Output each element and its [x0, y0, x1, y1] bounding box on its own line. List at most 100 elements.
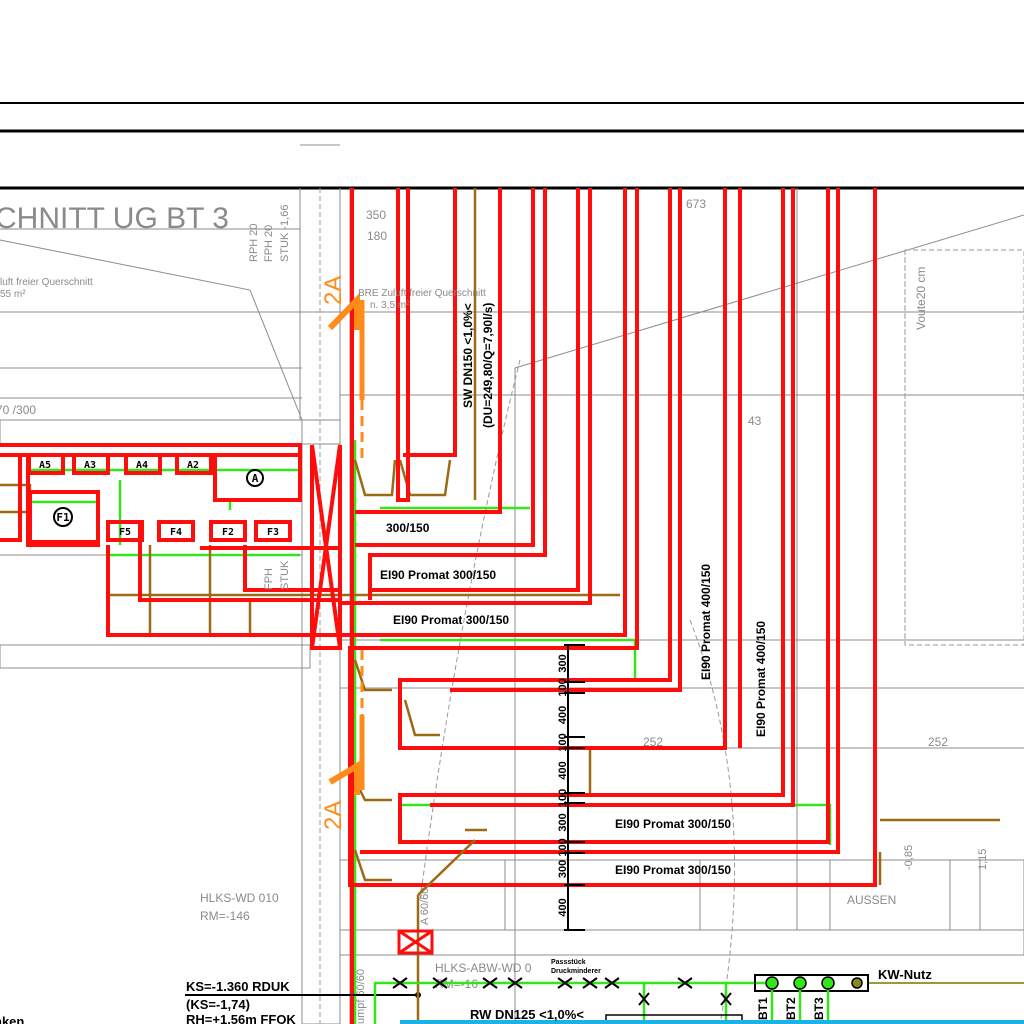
level-115: 1,15 — [977, 849, 989, 870]
dim-70-300: 70 /300 — [0, 403, 36, 417]
outlet-box — [27, 453, 65, 475]
section-label-top: 2A — [320, 276, 347, 305]
exhaust-line — [878, 818, 1000, 885]
ks-alt-label: (KS=-1,74) — [186, 997, 250, 1012]
valve-icon — [557, 977, 573, 989]
dimension-value: 300 — [557, 860, 569, 878]
section-marker-bottom: 2A — [320, 650, 365, 830]
outlet-box — [106, 520, 144, 542]
duct-wall — [370, 188, 580, 592]
valve-icon — [482, 977, 498, 989]
duct-wall — [243, 545, 340, 592]
dim-43: 43 — [748, 414, 762, 428]
exhaust-lines — [0, 188, 1000, 885]
duct-wall — [213, 453, 302, 502]
valve-icon — [582, 977, 598, 989]
duct-label-4: EI90 Promat 300/150 — [615, 817, 731, 831]
duct-wall — [310, 444, 342, 649]
zuluft-right-1: BRE Zuluft freier Querschnitt — [358, 288, 486, 299]
valve-icon — [677, 977, 693, 989]
outlet-box — [157, 520, 195, 542]
outlet-f3: F3 — [254, 520, 292, 542]
druckminderer-label: Druckminderer — [551, 968, 601, 975]
outlet-f5: F5 — [106, 520, 144, 542]
bt1-label: BT1 — [756, 997, 770, 1020]
outlet-label: A5 — [39, 460, 51, 471]
fph-label: FPH 20 — [263, 225, 275, 262]
bt-connection-icon — [821, 976, 835, 990]
hlks-wd-label: HLKS-WD 010 — [200, 891, 279, 905]
fph-label-2: FPH — [263, 568, 275, 590]
grid-line — [514, 214, 1024, 369]
sw-pipe-label-2: (DU=249,80/Q=7,90l/s) — [481, 303, 495, 428]
grid-line — [689, 619, 736, 1024]
grey-annotations: CHNITT UG BT 3 350 180 RPH 20 FPH 20 STU… — [0, 197, 989, 1024]
outlet-label: F5 — [119, 527, 131, 538]
outlet-label: A2 — [187, 460, 199, 471]
outlet-circle — [246, 469, 264, 487]
duct-wall — [310, 445, 342, 650]
outlet-label: F2 — [222, 527, 234, 538]
duct-label-vertical-2: EI90 Promat 400/150 — [754, 621, 768, 737]
rw-pipe-label: RW DN125 <1,0%< — [470, 1007, 584, 1022]
level-085: -0,85 — [903, 845, 915, 870]
dim-673: 673 — [686, 197, 706, 211]
dimension-value: 400 — [557, 898, 569, 916]
outlet-label: F1 — [56, 511, 70, 524]
stuk-label: STUK -1,66 — [279, 205, 291, 262]
outlet-box — [124, 453, 162, 475]
duct-wall — [355, 188, 502, 514]
bt-connection-icon — [793, 976, 807, 990]
duct-label-1: 300/150 — [386, 521, 430, 535]
grid-line — [0, 239, 303, 421]
outlet-a2: A2 — [175, 453, 213, 475]
fire-rated-ducts — [0, 188, 877, 1024]
section-marker-top: 2A — [320, 276, 365, 460]
duct-wall — [396, 188, 410, 502]
outlet-box — [175, 453, 213, 475]
bt-connection-icon — [765, 976, 779, 990]
supply-air-lines — [30, 440, 832, 1024]
outlet-f4: F4 — [157, 520, 195, 542]
outlet-label: A3 — [84, 460, 96, 471]
dim-252-a: 252 — [643, 735, 663, 749]
dimension-value: 400 — [557, 761, 569, 779]
exhaust-line — [398, 459, 452, 497]
rph-label: RPH 20 — [248, 223, 260, 262]
dimension-value: 100 — [557, 733, 569, 751]
nken-label: nken — [0, 1014, 24, 1024]
title-block-lines — [0, 102, 1024, 190]
rm-146-label: RM=-146 — [200, 909, 250, 923]
duct-label-2: EI90 Promat 300/150 — [380, 568, 496, 582]
valve-icon — [507, 977, 523, 989]
duct-wall — [360, 188, 840, 854]
grid-rect — [904, 249, 1024, 646]
outlet-label: A4 — [136, 460, 148, 471]
outlet-a: A — [246, 469, 264, 487]
stuk-label-2: STUK — [279, 560, 291, 590]
ks-label: KS=-1.360 RDUK — [186, 979, 290, 994]
duct-wall — [340, 188, 627, 637]
section-label-bottom: 2A — [320, 801, 347, 830]
voute-label: Voute20 cm — [914, 267, 928, 330]
valve-icon — [392, 977, 408, 989]
duct-wall — [398, 188, 727, 750]
duct-wall — [355, 188, 535, 547]
duct-wall — [450, 188, 682, 692]
zuluft-left-1: luft freier Querschnitt — [0, 277, 93, 288]
valve-icon — [432, 977, 448, 989]
dimension-value: 100 — [557, 789, 569, 807]
plumbing: KS=-1.360 RDUK (KS=-1,74) RH=+1,56m FFOK… — [0, 828, 1024, 1024]
duct-wall — [340, 188, 592, 605]
dim-60: A 60/60 — [419, 888, 431, 925]
duct-wall — [106, 545, 340, 637]
duct-label-3: EI90 Promat 300/150 — [393, 613, 509, 627]
duct-labels: 300/150 EI90 Promat 300/150 EI90 Promat … — [380, 303, 768, 877]
exhaust-line — [353, 659, 392, 692]
duct-wall — [0, 453, 22, 542]
sw-pipe-label-1: SW DN150 <1,0%< — [461, 303, 475, 408]
kw-connection-icon — [851, 977, 863, 989]
dimension-value: 400 — [557, 706, 569, 724]
